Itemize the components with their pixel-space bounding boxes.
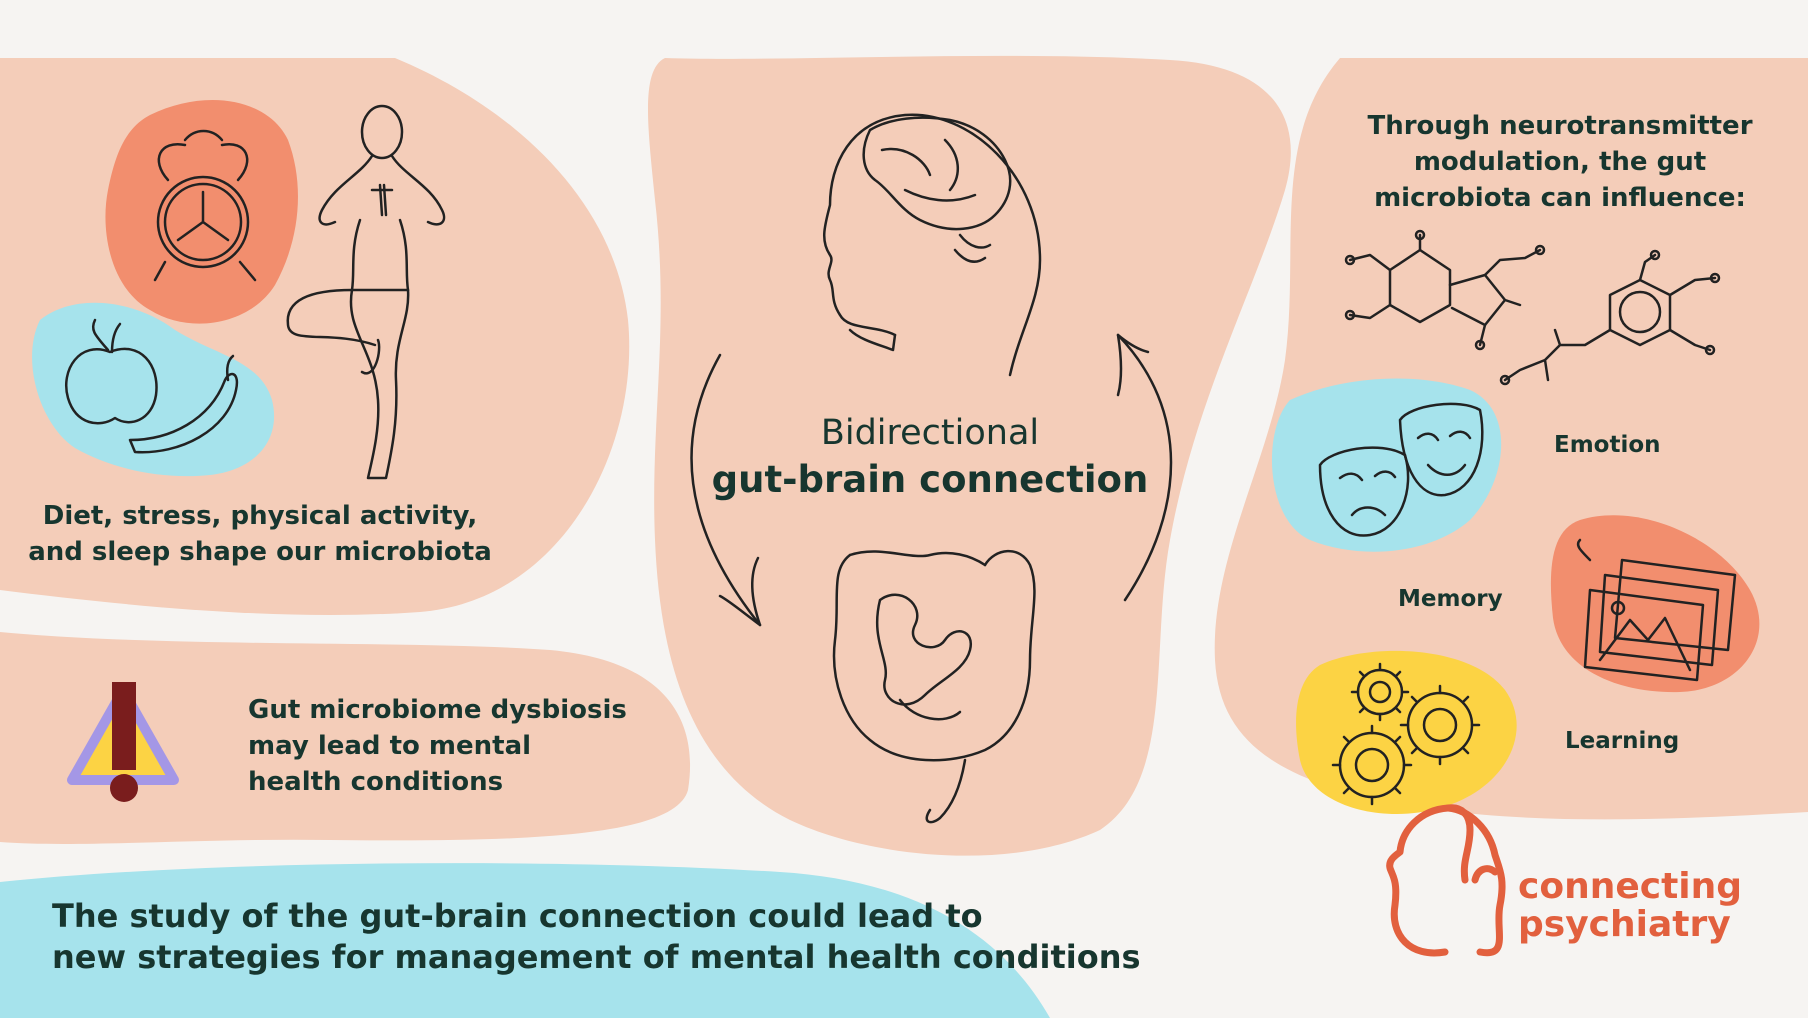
photo-frames-icon — [1576, 538, 1737, 682]
brand-line1: connecting — [1518, 866, 1743, 907]
conclusion-text: The study of the gut-brain connection co… — [52, 896, 1152, 978]
alarm-blob — [105, 99, 298, 324]
center-title-line2: gut-brain connection — [711, 458, 1149, 501]
gears-icon — [1331, 662, 1481, 806]
molecule-icon — [1344, 229, 1721, 386]
neurotransmitter-caption: Through neurotransmitter modulation, the… — [1330, 108, 1790, 216]
center-title-line1: Bidirectional — [820, 413, 1040, 453]
lifestyle-factors-caption: Diet, stress, physical activity, and sle… — [20, 498, 500, 570]
apple-icon — [65, 318, 158, 425]
dysbiosis-caption: Gut microbiome dysbiosis may lead to men… — [248, 692, 688, 800]
dysbiosis-line1: Gut microbiome dysbiosis — [248, 695, 627, 725]
neurotransmitter-line2: modulation, the gut — [1413, 147, 1707, 177]
conclusion-line2: new strategies for management of mental … — [52, 938, 1141, 976]
theater-masks-icon — [1318, 402, 1484, 537]
right-cycle-arrow-icon — [1116, 333, 1173, 602]
center-title: Bidirectional gut-brain connection — [700, 410, 1160, 504]
lifestyle-caption-line2: and sleep shape our microbiota — [28, 537, 492, 567]
head-brain-icon — [823, 113, 1042, 377]
lifestyle-caption-line1: Diet, stress, physical activity, — [42, 501, 478, 531]
center-blob — [647, 55, 1291, 856]
warning-triangle-icon — [67, 682, 179, 802]
intestines-icon — [832, 549, 1036, 824]
conclusion-line1: The study of the gut-brain connection co… — [52, 897, 983, 935]
yoga-pose-icon — [286, 104, 446, 480]
pepper-icon — [128, 354, 239, 454]
brand-logo-text: connecting psychiatry — [1518, 868, 1742, 944]
neurotransmitter-line1: Through neurotransmitter — [1367, 111, 1753, 141]
brand-line2: psychiatry — [1518, 904, 1731, 945]
alarm-clock-icon — [153, 129, 257, 282]
neurotransmitter-line3: microbiota can influence: — [1374, 183, 1746, 213]
memory-label: Memory — [1398, 586, 1503, 612]
middle-left-blob — [0, 632, 691, 844]
left-cycle-arrow-icon — [690, 353, 762, 627]
dysbiosis-line3: health conditions — [248, 767, 504, 797]
connecting-psychiatry-logo-icon — [1386, 804, 1506, 957]
bottom-cyan-blob — [0, 863, 1050, 1018]
learning-label: Learning — [1565, 728, 1680, 754]
food-blob — [32, 302, 275, 477]
dysbiosis-line2: may lead to mental — [248, 731, 532, 761]
emotion-label: Emotion — [1554, 432, 1661, 458]
